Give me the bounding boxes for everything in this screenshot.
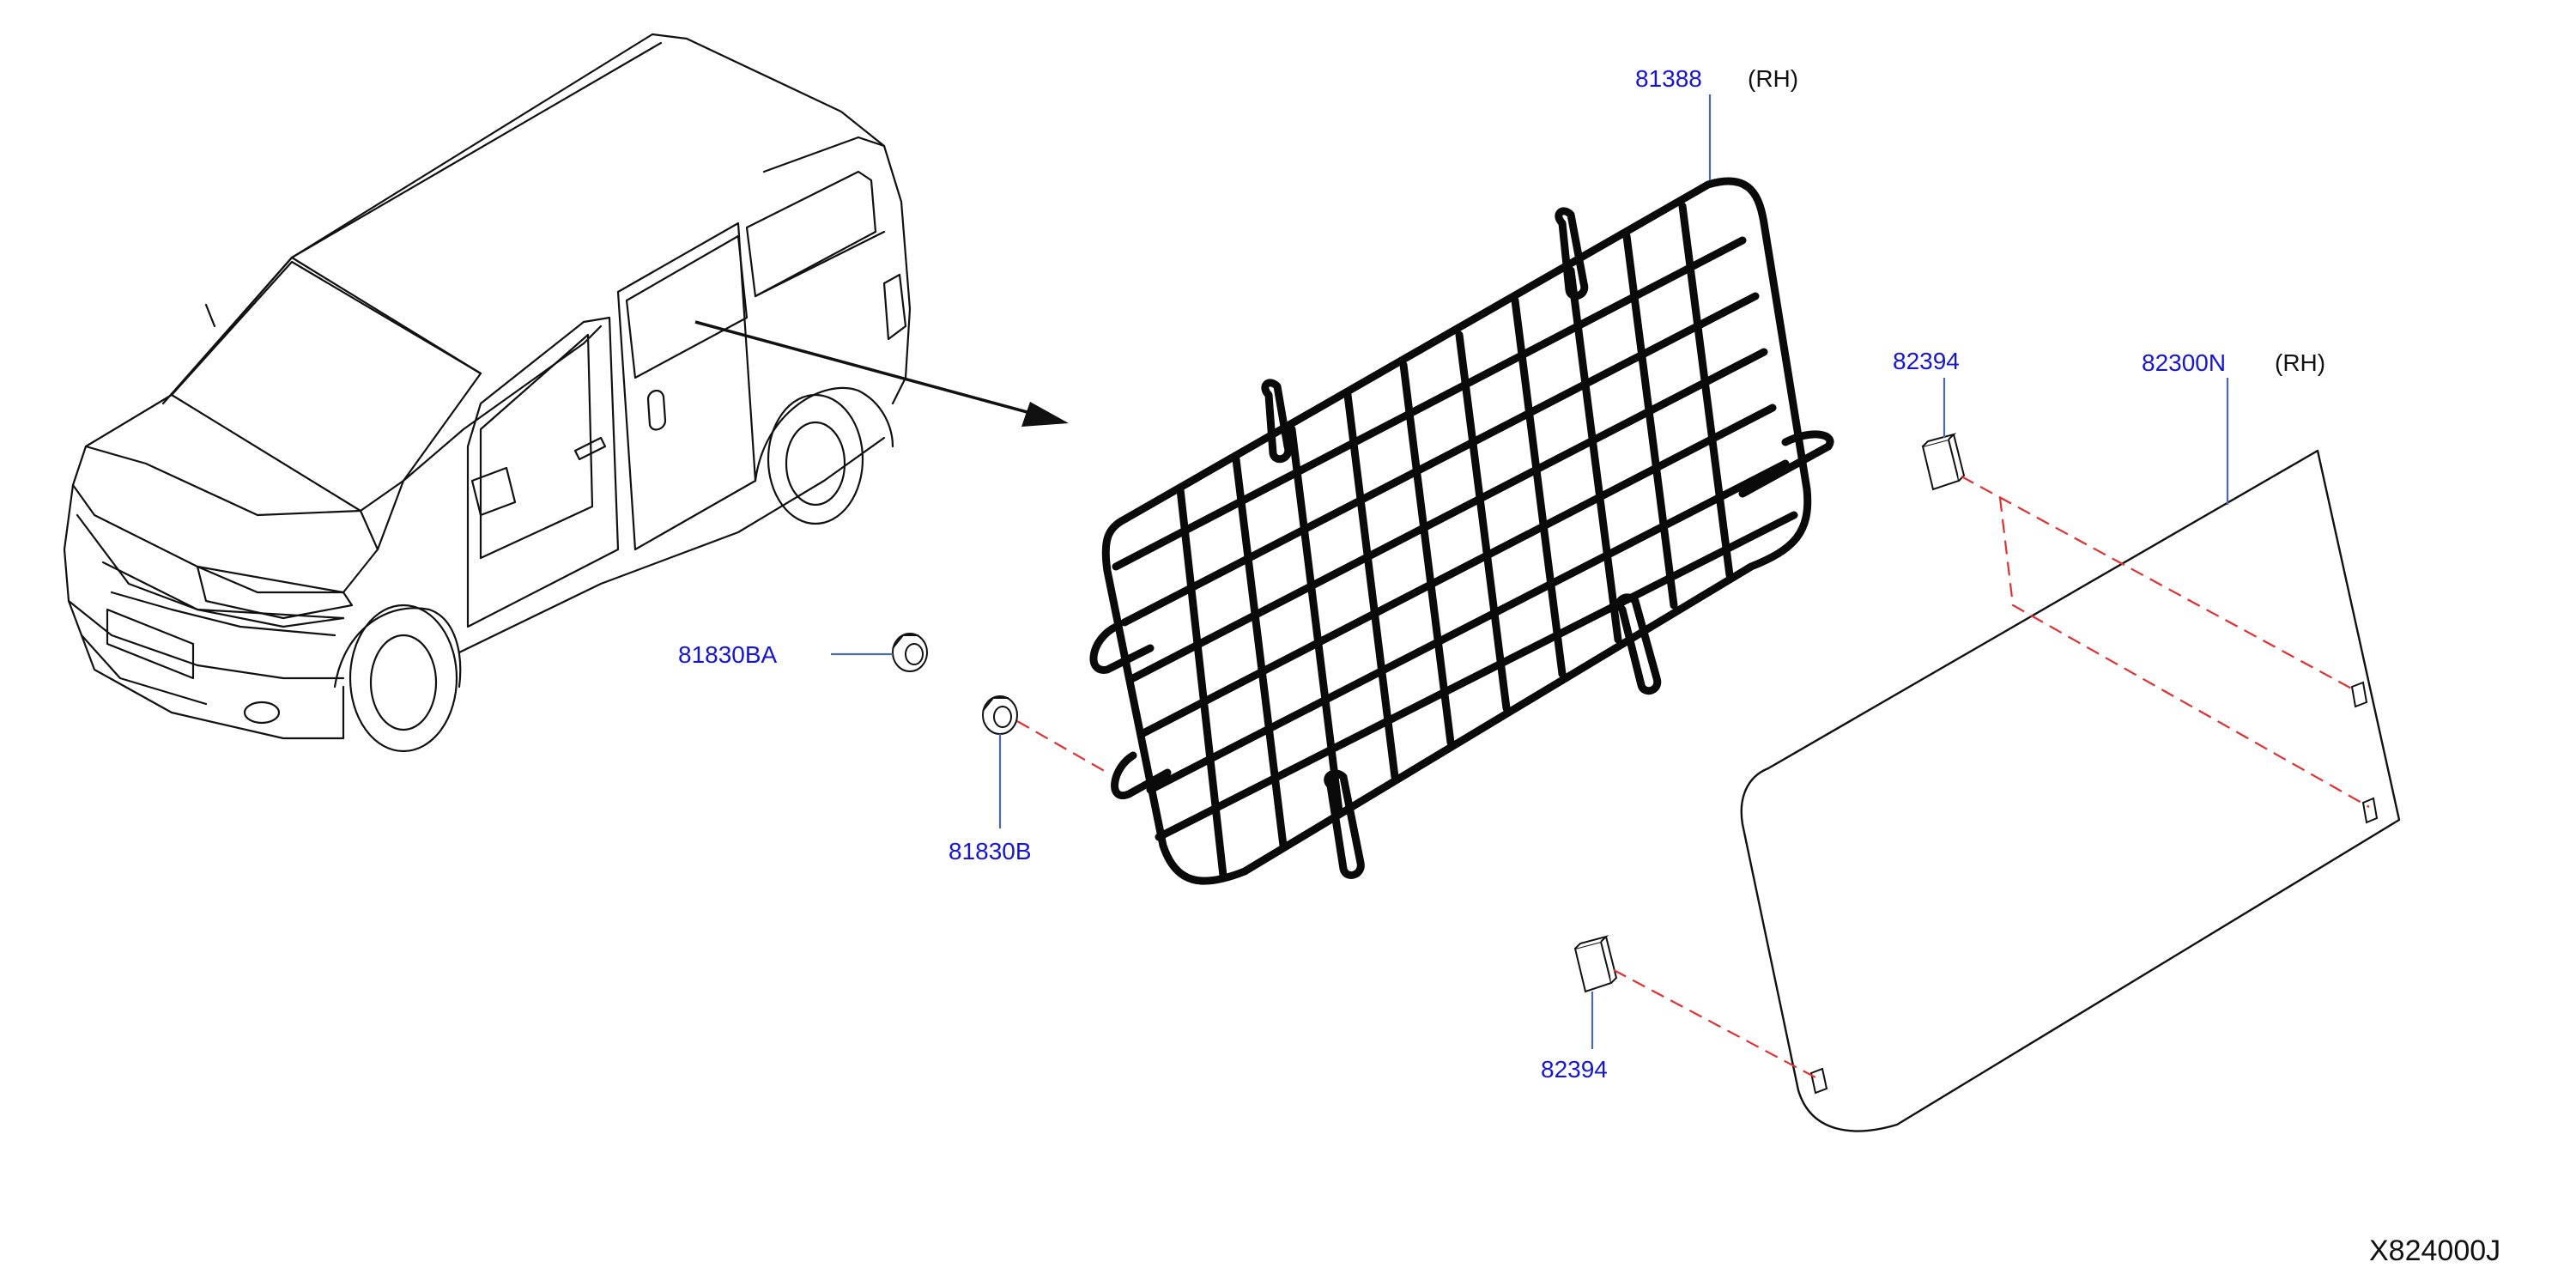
- glass-side-label: (RH): [2275, 349, 2325, 376]
- spacer-upper-part: [1921, 433, 1966, 491]
- spacer-upper-part-number: 82394: [1893, 348, 1960, 374]
- van-illustration: [63, 33, 912, 753]
- cargo-net: [1089, 177, 1834, 885]
- net-part-number: 81388: [1635, 65, 1702, 92]
- glass-pads: [1809, 681, 2379, 1095]
- glass-part-number: 82300N: [2142, 349, 2226, 376]
- rear-side-glass: [1740, 449, 2401, 1132]
- leader-lines: [831, 94, 2229, 1049]
- spacer-lower-part: [1573, 935, 1618, 993]
- clip-lower-part-number: 81830B: [949, 838, 1032, 864]
- clip-nut-upper-part: [892, 633, 928, 672]
- assembly-lines: [1016, 476, 2370, 1078]
- spacer-lower-part-number: 82394: [1541, 1056, 1608, 1083]
- net-side-label: (RH): [1748, 65, 1798, 92]
- direction-arrow: [694, 320, 1069, 427]
- clip-nut-lower-part: [982, 695, 1018, 735]
- diagram-code: X824000J: [2369, 1235, 2500, 1267]
- clip-upper-part-number: 81830BA: [678, 641, 778, 668]
